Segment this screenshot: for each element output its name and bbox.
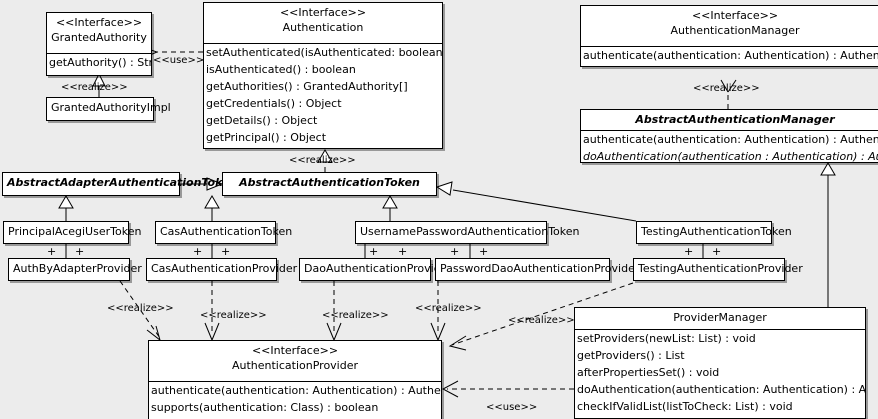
class-members: setAuthenticated(isAuthenticated: boolea… [204,44,442,146]
class-header: AbstractAuthenticationManager [581,110,878,131]
class-name: PasswordDaoAuthenticationProvider [440,262,640,275]
class-name: CasAuthenticationProvider [151,262,298,275]
class-header: DaoAuthenticationProvider [300,259,452,280]
member-row: getAuthorities() : GrantedAuthority[] [206,80,408,93]
multiplicity-plus: + [369,245,379,258]
member-row: authenticate(authentication: Authenticat… [151,384,441,397]
member-row: supports(authentication: Class) : boolea… [151,401,379,414]
class-name: DaoAuthenticationProvider [304,262,452,275]
multiplicity-plus: + [398,245,408,258]
member-row: getDetails() : Object [206,114,318,127]
class-header: TestingAuthenticationToken [637,222,792,243]
member-row: getPrincipal() : Object [206,131,327,144]
class-header: <<Interface>> Authentication [204,3,442,44]
class-header: ProviderManager [575,308,865,330]
class-header: <<Interface>> GrantedAuthority [47,13,151,54]
class-name: AbstractAuthenticationManager [635,113,835,126]
class-header: PrincipalAcegiUserToken [4,222,142,243]
edge-label-realize-testing-provider: <<realize>> [508,315,575,326]
class-members: authenticate(authentication: Authenticat… [581,47,878,64]
member-row: checkIfValidList(listToCheck: List) : vo… [577,400,793,413]
class-testing-authentication-provider[interactable]: TestingAuthenticationProvider [633,258,803,281]
member-row: getProviders() : List [577,349,685,362]
member-row: authenticate(authentication: Authenticat… [583,133,878,146]
member-row: doAuthentication(authentication : Authen… [583,150,878,163]
class-header: CasAuthenticationToken [156,222,293,243]
class-header: <<Interface>> AuthenticationManager [581,6,878,47]
class-testing-authentication-token[interactable]: TestingAuthenticationToken [636,221,792,244]
multiplicity-plus: + [221,245,231,258]
class-username-password-authentication-token[interactable]: UsernamePasswordAuthenticationToken [355,221,580,244]
class-header: CasAuthenticationProvider [147,259,298,280]
class-name: AuthByAdapterProvider [13,262,142,275]
multiplicity-plus: + [75,245,85,258]
member-row: authenticate(authentication: Authenticat… [583,49,878,62]
edge-label-realize-cas-provider: <<realize>> [200,310,267,321]
class-name: TestingAuthenticationProvider [638,262,803,275]
class-header: GrantedAuthorityImpl [47,98,171,120]
member-row: isAuthenticated() : boolean [206,63,356,76]
class-name: UsernamePasswordAuthenticationToken [360,225,580,238]
edge-label-realize-dao-provider: <<realize>> [322,310,389,321]
class-name: CasAuthenticationToken [160,225,293,238]
multiplicity-plus: + [712,245,722,258]
edge-label-use-provider-manager: <<use>> [486,402,538,413]
edge-label-use-granted-authority: <<use>> [153,55,205,66]
edge-label-realize-authentication: <<realize>> [289,155,356,166]
class-principal-acegi-user-token[interactable]: PrincipalAcegiUserToken [3,221,142,244]
class-members: authenticate(authentication: Authenticat… [149,382,441,416]
edge-label-realize-password-dao-provider: <<realize>> [415,303,482,314]
class-name: TestingAuthenticationToken [641,225,792,238]
multiplicity-plus: + [684,245,694,258]
class-name: ProviderManager [673,311,767,324]
class-authentication-provider[interactable]: <<Interface>> AuthenticationProvider aut… [148,340,442,419]
member-row: setProviders(newList: List) : void [577,332,756,345]
class-abstract-authentication-token[interactable]: AbstractAuthenticationToken [222,172,437,196]
member-row: setAuthenticated(isAuthenticated: boolea… [206,46,442,59]
class-abstract-adapter-authentication-token[interactable]: AbstractAdapterAuthenticationToken [2,172,237,196]
class-name: GrantedAuthority [51,31,147,44]
member-row: getAuthority() : String [49,56,151,69]
class-cas-authentication-token[interactable]: CasAuthenticationToken [155,221,293,244]
class-name: AbstractAuthenticationToken [239,176,420,189]
edge-label-realize-authentication-manager: <<realize>> [693,83,760,94]
class-cas-authentication-provider[interactable]: CasAuthenticationProvider [146,258,298,281]
edge-label-realize-granted-authority-impl: <<realize>> [61,82,128,93]
multiplicity-plus: + [47,245,57,258]
class-members: authenticate(authentication: Authenticat… [581,131,878,165]
multiplicity-plus: + [450,245,460,258]
member-row: afterPropertiesSet() : void [577,366,720,379]
class-granted-authority[interactable]: <<Interface>> GrantedAuthority getAuthor… [46,12,152,76]
class-header: PasswordDaoAuthenticationProvider [436,259,640,280]
class-name: GrantedAuthorityImpl [51,101,171,114]
stereotype-label: <<Interface>> [55,16,143,29]
multiplicity-plus: + [193,245,203,258]
edge-label-realize-auth-by-adapter: <<realize>> [107,303,174,314]
class-authentication-manager[interactable]: <<Interface>> AuthenticationManager auth… [580,5,878,67]
class-name: AuthenticationManager [670,24,800,37]
class-name: AuthenticationProvider [231,359,359,372]
stereotype-label: <<Interface>> [279,6,367,19]
class-members: setProviders(newList: List) : void getPr… [575,330,865,415]
class-header: <<Interface>> AuthenticationProvider [149,341,441,382]
class-members: getAuthority() : String [47,54,151,71]
class-header: UsernamePasswordAuthenticationToken [356,222,580,243]
class-authentication[interactable]: <<Interface>> Authentication setAuthenti… [203,2,443,149]
stereotype-label: <<Interface>> [691,9,779,22]
stereotype-label: <<Interface>> [251,344,339,357]
class-abstract-authentication-manager[interactable]: AbstractAuthenticationManager authentica… [580,109,878,163]
member-row: getCredentials() : Object [206,97,342,110]
class-name: Authentication [282,21,364,34]
class-granted-authority-impl[interactable]: GrantedAuthorityImpl [46,97,171,121]
multiplicity-plus: + [479,245,489,258]
member-row: doAuthentication(authentication: Authent… [577,383,865,396]
class-header: TestingAuthenticationProvider [634,259,803,280]
class-auth-by-adapter-provider[interactable]: AuthByAdapterProvider [8,258,142,281]
class-header: AbstractAuthenticationToken [223,173,436,195]
class-password-dao-authentication-provider[interactable]: PasswordDaoAuthenticationProvider [435,258,640,281]
class-header: AuthByAdapterProvider [9,259,142,280]
class-name: PrincipalAcegiUserToken [8,225,142,238]
